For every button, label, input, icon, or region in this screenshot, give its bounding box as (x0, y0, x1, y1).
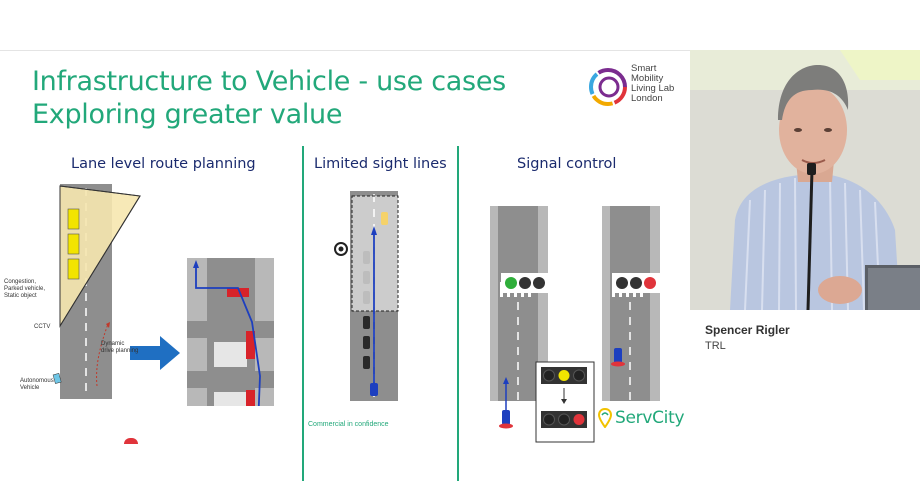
annotation-dynamic: Dynamic drive planning (101, 341, 138, 355)
slide-title: Infrastructure to Vehicle - use cases Ex… (32, 65, 506, 131)
annotation-dynamic-1: Dynamic (101, 341, 125, 347)
column-divider-2 (457, 146, 459, 481)
servcity-pin-icon (598, 408, 612, 428)
red-marker (124, 438, 138, 444)
annotation-cctv: CCTV (34, 324, 51, 330)
annotation-autonomous: Autonomous Vehicle (20, 378, 54, 392)
smart-mobility-logo-icon (589, 68, 627, 106)
logo-text: Smart Mobility Living Lab London (631, 64, 674, 104)
heading-lane-level: Lane level route planning (71, 156, 256, 172)
lane-planning-diagram (52, 184, 274, 406)
traffic-light-green-icon (501, 273, 549, 293)
speaker-name: Spencer Rigler (705, 323, 790, 337)
annotation-congestion-2: Parked vehicle, (4, 286, 46, 292)
servcity-logo: ServCity (598, 406, 685, 430)
speaker-organization: TRL (705, 340, 726, 352)
sight-lines-diagram (334, 191, 399, 401)
annotation-dynamic-2: drive planning (101, 348, 139, 354)
annotation-autonomous-1: Autonomous (20, 378, 54, 384)
presentation-slide: Infrastructure to Vehicle - use cases Ex… (0, 50, 690, 481)
annotation-congestion-3: Static object (4, 293, 37, 299)
logo-line4: London (631, 93, 663, 104)
slide-title-line2: Exploring greater value (32, 99, 343, 130)
speaker-panel: Spencer Rigler TRL (690, 50, 920, 442)
traffic-light-red-icon (612, 273, 660, 293)
speaker-video (690, 50, 920, 310)
annotation-congestion: Congestion, Parked vehicle, Static objec… (4, 279, 45, 300)
vehicle-right-blue (611, 348, 625, 367)
speaker-image (690, 50, 920, 310)
slide-title-line1: Infrastructure to Vehicle - use cases (32, 66, 506, 97)
vehicle-left-blue (499, 377, 513, 429)
servcity-text: ServCity (615, 408, 685, 428)
heading-sight-lines: Limited sight lines (314, 156, 447, 172)
heading-signal-control: Signal control (517, 156, 617, 172)
annotation-autonomous-2: Vehicle (20, 385, 40, 391)
annotation-congestion-1: Congestion, (4, 279, 37, 285)
signal-transition-popup (535, 361, 595, 443)
logo-line3: Living Lab (631, 83, 675, 94)
logo-line2: Mobility (631, 73, 664, 84)
column-divider-1 (302, 146, 304, 481)
footer-confidential: Commercial in confidence (308, 421, 389, 428)
logo-line1: Smart (631, 63, 657, 74)
